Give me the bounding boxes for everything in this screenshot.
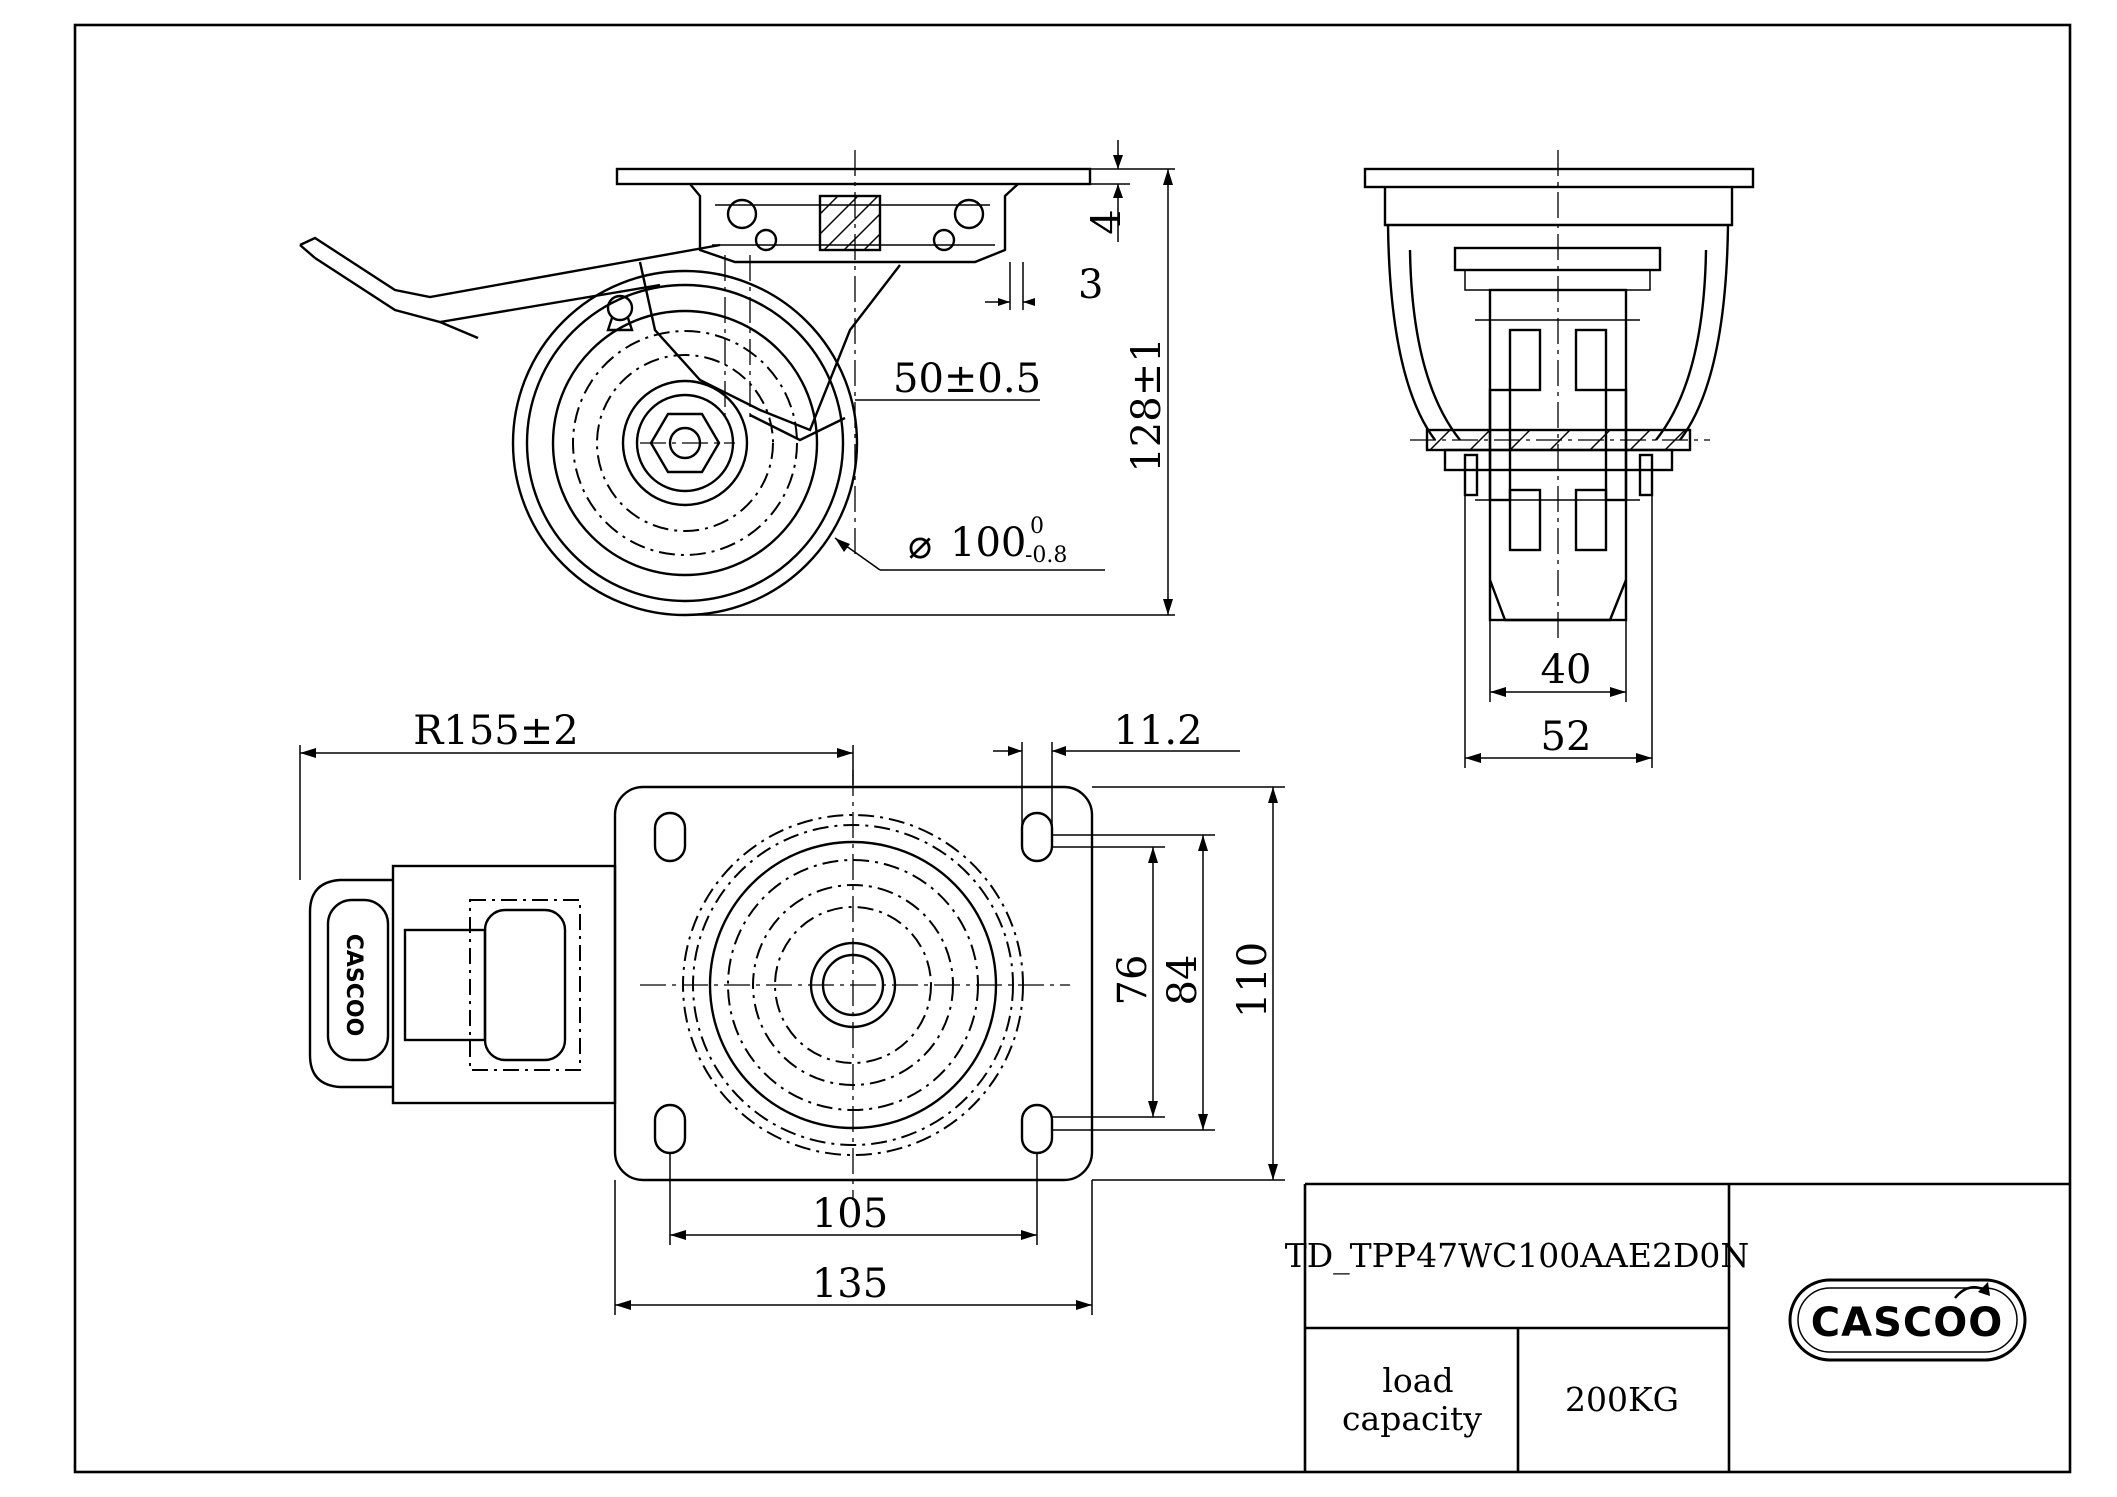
- dim-swivel-radius: R155±2: [413, 708, 578, 754]
- dim-wheel-width: 40: [1541, 647, 1592, 693]
- dim-plate-length: 135: [812, 1261, 888, 1307]
- part-number: TD_TPP47WC100AAE2D0N: [1285, 1236, 1750, 1276]
- dim-overall-width: 52: [1541, 714, 1592, 760]
- dim-hole-spacing-105: 105: [812, 1191, 888, 1237]
- mounting-slot-br: [1020, 1103, 1054, 1155]
- dim-plate-thickness: 4: [1084, 209, 1130, 234]
- dim-height: 128±1: [1124, 337, 1170, 472]
- dim-tolerance-upper: 0: [1030, 514, 1044, 539]
- dim-wheel-diameter: 100: [950, 520, 1026, 566]
- brake-logo-icon: CASCOO: [341, 934, 366, 1037]
- mounting-slot-tr: [1020, 811, 1054, 863]
- dim-hole-spacing-76: 76: [1110, 955, 1156, 1006]
- side-view-dimensions: 4 3 50±0.5 128±1 ⌀ 100 0 -0.8: [690, 140, 1175, 616]
- title-block: TD_TPP47WC100AAE2D0N load capacity 200KG…: [1285, 1182, 2070, 1472]
- load-label-line1: load: [1382, 1361, 1453, 1400]
- top-view: CASCOO: [308, 770, 1094, 1200]
- mounting-slot-tl: [653, 811, 687, 863]
- load-capacity-value: 200KG: [1565, 1380, 1679, 1419]
- top-view-dimensions: R155±2 11.2 76 84 110 105 135: [299, 708, 1285, 1315]
- dim-offset: 50±0.5: [893, 356, 1041, 402]
- svg-text:CASCOO: CASCOO: [1811, 1300, 2003, 1346]
- dim-hole-spacing-84: 84: [1160, 955, 1206, 1006]
- side-view: [299, 150, 1092, 617]
- front-view: [1363, 150, 1755, 640]
- mounting-slot-bl: [653, 1103, 687, 1155]
- load-label-line2: capacity: [1342, 1399, 1482, 1438]
- cascoo-logo: CASCOO: [1788, 1278, 2027, 1362]
- dim-raceway-gap: 3: [1078, 262, 1103, 308]
- drawing-frame: [73, 23, 2072, 1474]
- front-view-dimensions: 40 52: [1464, 455, 1653, 768]
- diameter-symbol: ⌀: [908, 522, 932, 568]
- dim-tolerance-lower: -0.8: [1025, 543, 1067, 568]
- dim-hole-slot: 11.2: [1113, 708, 1202, 754]
- svg-text:CASCOO: CASCOO: [341, 934, 366, 1037]
- dim-plate-width: 110: [1230, 942, 1276, 1018]
